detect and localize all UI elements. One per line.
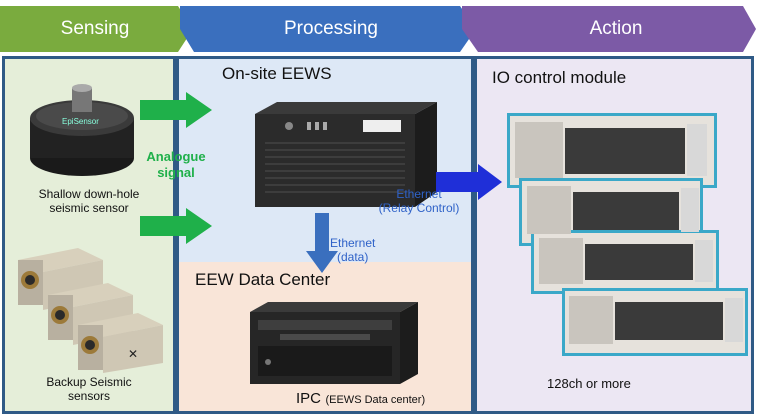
ipc-label: IPC (EEWS Data center) — [296, 390, 425, 408]
onsite-eews-device — [255, 102, 437, 207]
processing-top-border — [176, 56, 474, 59]
analogue-arrows — [140, 92, 212, 244]
stage-action-label: Action — [589, 18, 643, 39]
analogue-signal-label: Analogue signal — [136, 149, 216, 181]
action-chevron — [462, 6, 756, 52]
downhole-sensor-label: Shallow down-hole seismic sensor — [14, 187, 164, 215]
analogue-arrow-bottom — [140, 208, 212, 244]
ethernet-data-arrow — [306, 213, 338, 273]
stage-sensing-label: Sensing — [60, 18, 130, 39]
ipc-label-sub: (EEWS Data center) — [325, 394, 426, 406]
backup-sensors-image: ✕ — [18, 248, 163, 373]
ethernet-data-label: Ethernet (data) — [330, 236, 375, 264]
stage-processing-label: Processing — [284, 18, 378, 39]
backup-label-line1: Backup Seismic — [46, 375, 132, 389]
downhole-label-line2: seismic sensor — [49, 201, 129, 215]
processing-bottom-border — [176, 411, 474, 414]
io-module-title: IO control module — [492, 68, 627, 87]
ipc-label-main: IPC — [296, 390, 322, 407]
relay-control-arrow — [436, 164, 502, 200]
backup-sensors-label: Backup Seismic sensors — [14, 375, 164, 403]
io-module-details — [515, 122, 743, 344]
downhole-sensor-image: EpiSensor — [30, 84, 134, 176]
relay-label-line1: Ethernet — [396, 187, 442, 201]
ethernet-data-line1: Ethernet — [330, 236, 376, 250]
ipc-device — [250, 302, 418, 384]
analogue-label-line2: signal — [157, 165, 195, 180]
processing-chevron — [180, 6, 476, 52]
relay-control-label: Ethernet (Relay Control) — [364, 187, 474, 215]
datacenter-title: EEW Data Center — [195, 270, 331, 289]
onsite-eews-title: On-site EEWS — [222, 64, 332, 83]
svg-text:EpiSensor: EpiSensor — [62, 117, 99, 126]
panel-divider-right — [471, 56, 474, 414]
stage-header — [0, 6, 756, 52]
relay-label-line2: (Relay Control) — [378, 201, 460, 215]
ethernet-data-line2: (data) — [337, 250, 369, 264]
analogue-label-line1: Analogue — [146, 149, 206, 164]
svg-text:✕: ✕ — [128, 347, 138, 361]
sensing-chevron — [0, 6, 193, 52]
backup-label-line2: sensors — [67, 389, 111, 403]
analogue-arrow-top — [140, 92, 212, 128]
io-channels-label: 128ch or more — [547, 376, 631, 391]
downhole-label-line1: Shallow down-hole — [38, 187, 140, 201]
